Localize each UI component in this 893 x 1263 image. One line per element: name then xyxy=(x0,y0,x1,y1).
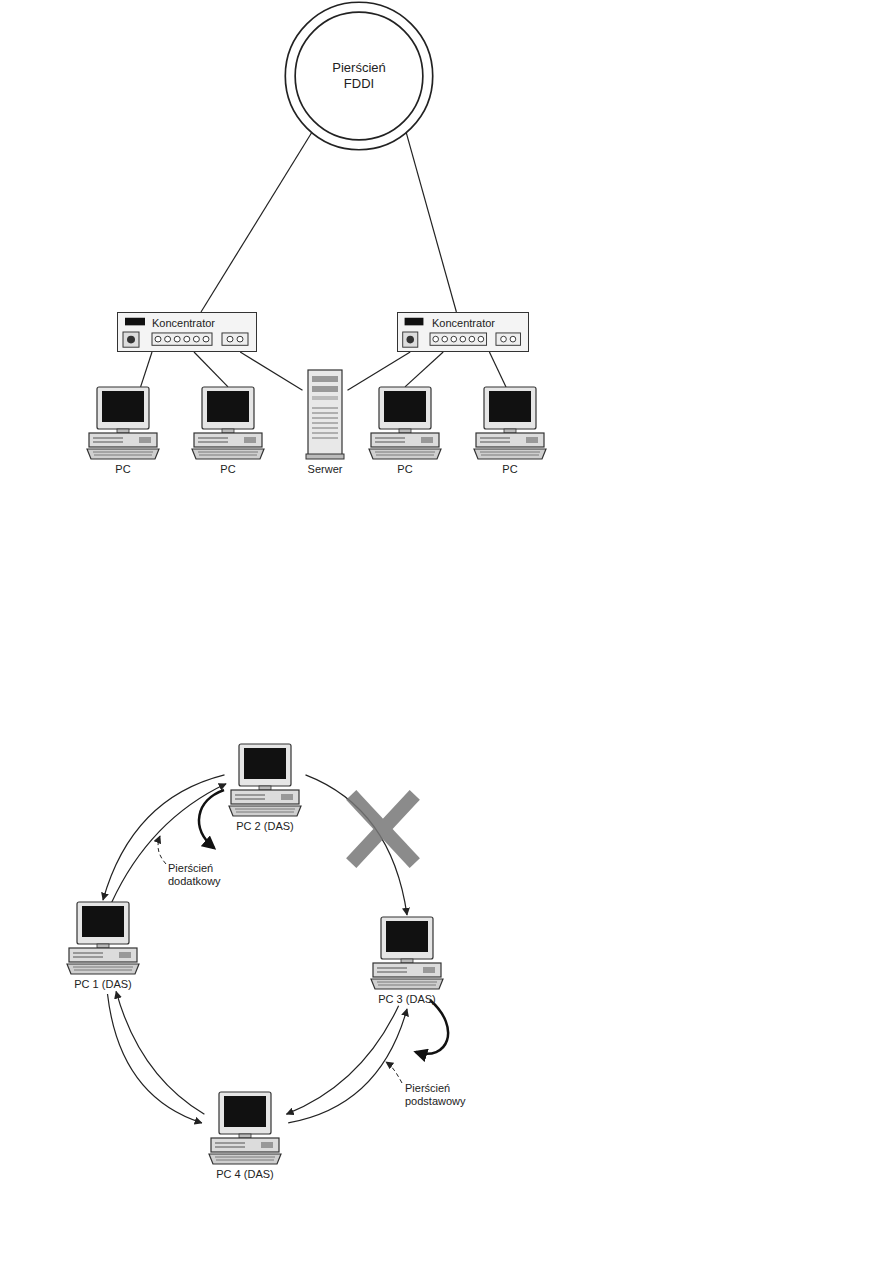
node-label: PC xyxy=(502,462,517,477)
server-node: Serwer xyxy=(300,368,350,479)
ring-link xyxy=(287,1006,408,1123)
node-label: PC 2 (DAS) xyxy=(236,819,293,834)
node-label: PC 1 (DAS) xyxy=(74,977,131,992)
leader-line xyxy=(158,836,166,864)
computer-icon xyxy=(367,915,447,990)
network-cable xyxy=(348,352,411,390)
node-label: PC 4 (DAS) xyxy=(216,1167,273,1182)
computer-node: PC xyxy=(188,385,268,479)
node-label: PC 3 (DAS) xyxy=(378,992,435,1007)
computer-node: PC 2 (DAS) xyxy=(220,742,310,836)
device-label: Koncentrator xyxy=(152,316,252,330)
node-label: Pierścień FDDI xyxy=(320,60,398,93)
device-label: Koncentrator xyxy=(432,316,524,330)
wrap-arrow xyxy=(416,1000,448,1054)
network-cable xyxy=(406,132,456,312)
computer-icon xyxy=(83,385,163,460)
node-label: Serwer xyxy=(308,462,343,477)
leader-line xyxy=(386,1062,402,1083)
node-label: PC xyxy=(397,462,412,477)
computer-icon xyxy=(225,742,305,817)
network-cable xyxy=(240,352,302,390)
wrap-arrow xyxy=(199,790,224,848)
computer-node: PC 3 (DAS) xyxy=(362,915,452,1009)
network-cable xyxy=(141,352,152,387)
network-cable xyxy=(489,352,506,387)
server-icon xyxy=(300,368,350,460)
ring-node: Pierścień FDDI xyxy=(283,0,435,152)
computer-icon xyxy=(188,385,268,460)
computer-icon xyxy=(63,900,143,975)
node-label: PC xyxy=(115,462,130,477)
concentrator-box: Koncentrator xyxy=(117,312,257,352)
ring-label: Pierścień dodatkowy xyxy=(168,862,248,888)
ring-link xyxy=(108,991,205,1123)
computer-node: PC xyxy=(83,385,163,479)
ring-label: Pierścień podstawowy xyxy=(405,1082,485,1108)
concentrator-box: Koncentrator xyxy=(397,312,529,352)
computer-icon xyxy=(365,385,445,460)
network-cable xyxy=(194,352,228,387)
break-cross xyxy=(356,800,410,858)
computer-icon xyxy=(205,1090,285,1165)
computer-node: PC 4 (DAS) xyxy=(200,1090,290,1184)
computer-icon xyxy=(470,385,550,460)
computer-node: PC xyxy=(470,385,550,479)
network-cable xyxy=(201,132,312,312)
computer-node: PC 1 (DAS) xyxy=(58,900,148,994)
computer-node: PC xyxy=(365,385,445,479)
network-cable xyxy=(405,352,443,387)
node-label: PC xyxy=(220,462,235,477)
